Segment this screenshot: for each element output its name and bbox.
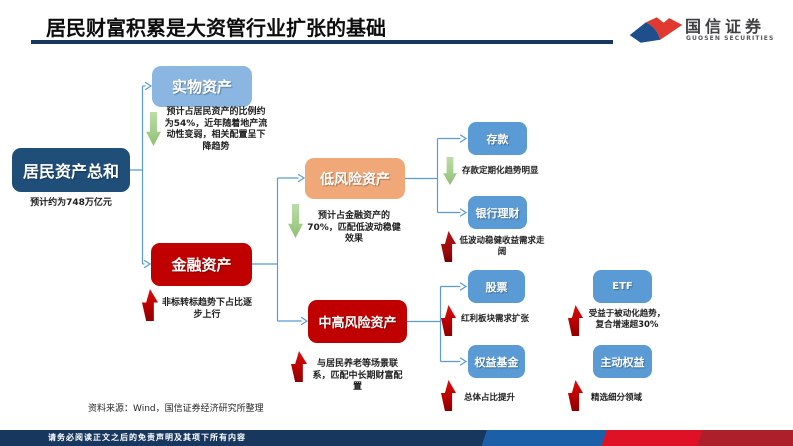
trend-down-arrow-deposits [443, 157, 457, 185]
note-deposits: 存款定期化趋势明显 [462, 166, 539, 176]
note-active-equity: 精选细分领域 [591, 393, 643, 403]
guosen-logo-icon [629, 17, 683, 43]
note-physical-assets: 预计占居民资产的比例约为54%，近年随着地产流动性变弱，相关配置呈下降趋势 [164, 107, 268, 152]
trend-down-arrow-low-risk [288, 204, 303, 238]
logo-subtitle: GUOSEN SECURITIES [686, 35, 775, 42]
node-equity-funds: 权益基金 [468, 345, 525, 378]
title-underline [31, 40, 613, 44]
node-deposits: 存款 [468, 122, 527, 155]
node-low-risk-assets: 低风险资产 [305, 158, 405, 199]
note-bank-wealth-management: 低波动稳健收益需求走阔 [459, 236, 545, 257]
node-physical-assets: 实物资产 [152, 66, 252, 107]
note-etf: 受益于被动化趋势，复合增速超30% [588, 309, 666, 330]
footer-disclaimer: 请务必阅读正文之后的免责声明及其项下所有内容 [48, 433, 246, 442]
company-logo: 国信证券 GUOSEN SECURITIES [628, 11, 788, 49]
page-title: 居民财富积累是大资管行业扩张的基础 [46, 16, 386, 40]
note-equity-funds: 总体占比提升 [464, 393, 516, 403]
footer-bar: 请务必阅读正文之后的免责声明及其项下所有内容 [0, 430, 793, 446]
note-total-resident-assets: 预计约为748万亿元 [30, 198, 112, 208]
trend-up-arrow-mid-high-risk [291, 351, 307, 382]
node-total-resident-assets: 居民资产总和 [12, 148, 130, 192]
node-mid-high-risk-assets: 中高风险资产 [308, 300, 407, 343]
trend-down-arrow-physical [146, 112, 161, 146]
logo-name: 国信证券 [685, 17, 766, 36]
node-stocks: 股票 [468, 270, 525, 303]
trend-up-arrow-etf [568, 305, 583, 336]
node-active-equity: 主动权益 [593, 345, 652, 378]
trend-up-arrow-bank-wm [441, 231, 456, 262]
note-financial-assets: 非标转标趋势下占比逐步上行 [161, 298, 252, 320]
note-stocks: 红利板块需求扩张 [461, 314, 530, 324]
node-etf: ETF [593, 270, 652, 303]
trend-up-arrow-financial [142, 289, 158, 321]
note-mid-high-risk-assets: 与居民养老等场景联系，匹配中长期财富配置 [312, 359, 403, 392]
source-note: 资料来源：Wind，国信证券经济研究所整理 [88, 404, 264, 414]
trend-up-arrow-active-equity [568, 380, 583, 411]
trend-up-arrow-equity-funds [441, 380, 456, 411]
node-financial-assets: 金融资产 [151, 243, 252, 286]
note-low-risk-assets: 预计占金融资产的70%，匹配低波动稳健效果 [307, 211, 401, 244]
node-bank-wealth-management: 银行理财 [468, 196, 527, 229]
trend-up-arrow-stocks [441, 305, 456, 336]
